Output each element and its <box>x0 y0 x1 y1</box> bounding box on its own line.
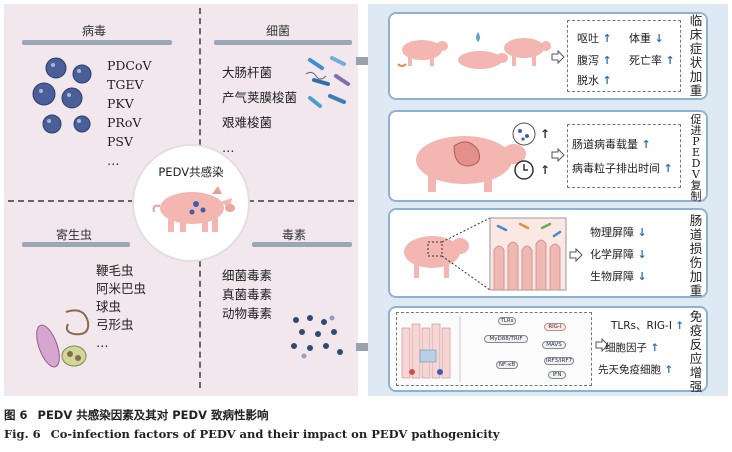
effect-diarrhea: 腹泻 ↑ <box>577 54 612 67</box>
infected-pig-icon: ↑ ↑ <box>416 122 550 192</box>
effect-viral-load: 肠道病毒载量 ↑ <box>572 138 651 151</box>
cofactor-panel: 病毒 细菌 寄生虫 毒素 PDCoV TGEV PKV PRoV PSV … 大… <box>4 4 358 396</box>
effect-cytokines: 细胞因子 ↑ <box>605 342 660 354</box>
toxin-title: 毒素 <box>282 228 307 242</box>
hollow-arrow-icon <box>551 148 565 162</box>
virus-title: 病毒 <box>82 24 107 38</box>
toxin-list: 细菌毒素 真菌毒素 动物毒素 <box>222 266 272 323</box>
outcome-label-intestinal: 肠道损伤加重 <box>689 213 703 298</box>
virus-bar <box>22 40 172 45</box>
effect-tlrs-rigi: TLRs、RIG-I ↑ <box>611 320 685 332</box>
svg-text:↑: ↑ <box>540 127 550 141</box>
effect-vomiting: 呕吐 ↑ <box>577 32 612 45</box>
pathway-node-nfkb: NF-κB <box>496 361 518 369</box>
list-item: 真菌毒素 <box>222 287 273 302</box>
parasite-list: 鞭毛虫 阿米巴虫 球虫 弓形虫 … <box>96 262 146 352</box>
hollow-arrow-icon <box>551 50 565 64</box>
effect-chemical-barrier: 化学屏障 ↓ <box>590 248 647 261</box>
list-item: 动物毒素 <box>222 306 273 321</box>
effect-shedding-time: 病毒粒子排出时间 ↑ <box>572 162 673 175</box>
list-item: … <box>107 153 120 168</box>
list-item: … <box>96 335 109 350</box>
hollow-arrow-icon <box>595 338 609 352</box>
list-item: 球虫 <box>96 299 122 314</box>
parasite-icon <box>36 309 90 368</box>
replication-effects-box <box>567 124 681 188</box>
figure-number-cn: 图 6 <box>4 408 28 422</box>
immune-pathway-icon <box>401 316 461 382</box>
toxin-bar <box>252 242 352 247</box>
outcome-label-immune: 免疫反应增强 <box>689 309 703 394</box>
pathway-node-tlrs: TLRs <box>498 317 516 325</box>
list-item: 细菌毒素 <box>222 268 273 283</box>
pathway-node-mavs: MAVS <box>542 341 566 349</box>
svg-text:↑: ↑ <box>540 163 550 177</box>
pathway-node-rigi: RIG-I <box>544 323 566 331</box>
figure-caption-en: Fig. 6 Co-infection factors of PEDV and t… <box>4 427 510 441</box>
outcome-label-clinical: 临床症状加重 <box>689 13 703 98</box>
bacteria-bar <box>214 40 352 45</box>
list-item: PDCoV <box>107 58 152 73</box>
list-item: PRoV <box>107 115 142 130</box>
toxin-dots-icon <box>291 315 343 359</box>
figure-caption-cn: 图 6 PEDV 共感染因素及其对 PEDV 致病性影响 <box>4 407 279 423</box>
center-label: PEDV共感染 <box>158 165 224 179</box>
parasite-bar <box>22 242 130 247</box>
list-item: 大肠杆菌 <box>222 65 273 80</box>
virus-particles-icon <box>32 57 92 134</box>
figure-number-en: Fig. 6 <box>4 427 41 441</box>
virus-list: PDCoV TGEV PKV PRoV PSV … <box>107 56 152 170</box>
sick-pigs-icon <box>397 32 551 69</box>
figure-title-en: Co-infection factors of PEDV and their i… <box>50 427 500 441</box>
list-item: TGEV <box>107 77 144 92</box>
clinical-effects-box <box>567 20 681 92</box>
list-item: PKV <box>107 96 134 111</box>
parasite-title: 寄生虫 <box>56 228 93 242</box>
bacteria-list: 大肠杆菌 产气荚膜梭菌 艰难梭菌 … <box>222 60 297 160</box>
effect-biological-barrier: 生物屏障 ↓ <box>590 270 647 283</box>
bacteria-title: 细菌 <box>266 24 291 38</box>
pathway-node-irf: IRF3/IRF7 <box>544 357 574 365</box>
effect-physical-barrier: 物理屏障 ↓ <box>590 226 647 239</box>
list-item: 鞭毛虫 <box>96 263 134 278</box>
hollow-arrow-icon <box>569 248 583 262</box>
effect-body-weight: 体重 ↓ <box>629 32 664 45</box>
pedv-coinfection-hub: PEDV共感染 <box>132 144 250 262</box>
intestinal-tissue-icon <box>404 217 567 291</box>
list-item: 艰难梭菌 <box>222 115 273 130</box>
list-item: … <box>222 140 235 155</box>
pig-icon <box>152 186 235 232</box>
effect-mortality: 死亡率 ↑ <box>629 54 675 67</box>
pathway-diagram: TLRs MyD88/TRIF RIG-I MAVS NF-κB IRF3/IR… <box>474 317 584 381</box>
pathway-node-ifn: IFN <box>548 371 566 379</box>
bacteria-icon <box>305 56 350 108</box>
list-item: 产气荚膜梭菌 <box>222 90 298 105</box>
effect-innate-immune-cells: 先天免疫细胞 ↑ <box>598 364 674 376</box>
list-item: 阿米巴虫 <box>96 281 147 296</box>
list-item: PSV <box>107 134 134 149</box>
pathway-node-myd88: MyD88/TRIF <box>484 335 528 343</box>
effect-dehydration: 脱水 ↑ <box>577 74 612 87</box>
figure-title-cn: PEDV 共感染因素及其对 PEDV 致病性影响 <box>37 408 269 422</box>
list-item: 弓形虫 <box>96 317 134 332</box>
